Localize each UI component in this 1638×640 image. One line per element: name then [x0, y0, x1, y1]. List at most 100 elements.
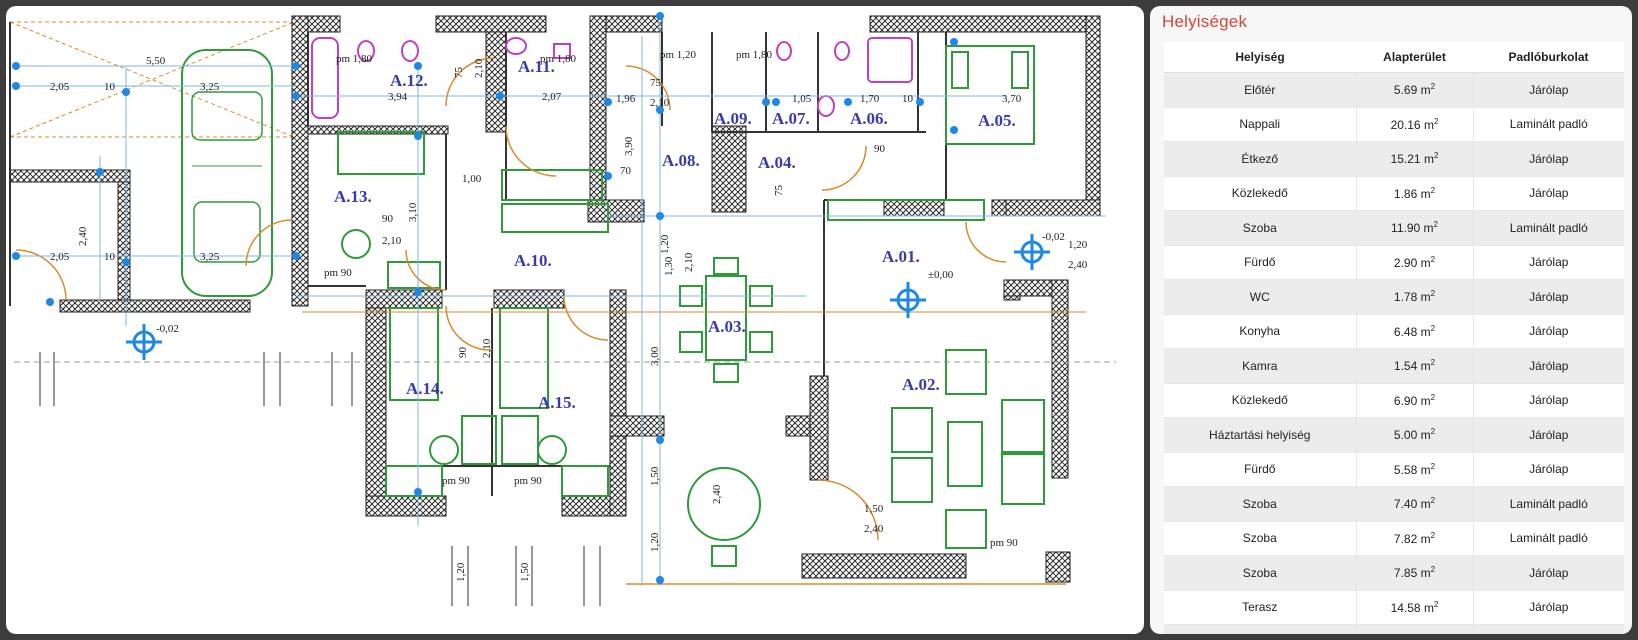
dimension-label: -0,02: [1042, 231, 1065, 243]
dimension-label: 1,20: [659, 234, 671, 254]
area-unit-exponent: 2: [1430, 496, 1436, 506]
area-value: 11.90: [1391, 221, 1424, 236]
room-area-cell: 6.90 m2: [1355, 383, 1473, 418]
area-value: 7.82: [1393, 531, 1421, 546]
area-unit-exponent: 2: [1430, 254, 1436, 264]
column-header-area: Alapterület: [1356, 42, 1473, 73]
dimension-label: pm 1,80: [540, 53, 577, 65]
flooring-cell: Járólap: [1472, 348, 1624, 384]
flooring-cell: Járólap: [1472, 314, 1624, 349]
area-unit: m: [1423, 600, 1434, 615]
flooring-cell: Laminált padló: [1472, 107, 1624, 142]
dimension-label: 1,20: [455, 562, 467, 582]
dimension-label: 90: [874, 143, 886, 155]
dimension-label: 3,90: [623, 136, 635, 156]
dimension-ticks: [14, 352, 1116, 606]
dimension-label: 5,50: [146, 55, 166, 67]
room-name-cell: Előtér: [1164, 72, 1356, 108]
area-unit: m: [1420, 531, 1431, 546]
area-value: 14.58: [1390, 600, 1424, 615]
room-area-cell: 1.78 m2: [1355, 279, 1473, 315]
flooring-cell: Járólap: [1472, 383, 1624, 418]
area-unit-exponent: 2: [1430, 427, 1436, 437]
dimension-label: 2,10: [382, 235, 402, 247]
rooms-table: Helyiség Alapterület Padlóburkolat Előté…: [1164, 42, 1624, 634]
area-unit-exponent: 2: [1430, 323, 1436, 333]
flooring-cell: Laminált padló: [1472, 210, 1624, 246]
dimension-label: 10: [104, 81, 116, 93]
flooring-cell: Járólap: [1472, 141, 1624, 177]
dimension-label: 2,40: [77, 226, 89, 246]
room-name-cell: Étkező: [1164, 141, 1356, 177]
area-unit-exponent: 2: [1433, 151, 1439, 161]
room-name-cell: WC: [1164, 279, 1356, 315]
dimension-label: -0,02: [156, 323, 179, 335]
flooring-cell: Járólap: [1472, 417, 1624, 453]
room-label-a06: A.06.: [850, 109, 888, 128]
dimension-label: 2,05: [50, 251, 70, 263]
dimension-label: 2,40: [864, 523, 884, 535]
area-value: 5.00: [1393, 428, 1421, 443]
room-name-cell: Közlekedő: [1164, 176, 1356, 211]
room-area-cell: 2.90 m2: [1355, 245, 1473, 280]
dimension-label: 1,96: [616, 93, 636, 105]
dimension-label: 1,50: [864, 503, 884, 515]
area-unit-exponent: 2: [1430, 185, 1436, 195]
dimension-label: 1,20: [1068, 239, 1088, 251]
dimension-label: 2,07: [542, 91, 562, 103]
area-value: 5.69: [1393, 83, 1421, 98]
dimension-label: 1,00: [462, 173, 482, 185]
dimension-label: 3,94: [388, 91, 408, 103]
area-unit: m: [1420, 462, 1431, 477]
room-level: ±0,00: [928, 269, 954, 281]
dimension-label: 2,10: [473, 58, 485, 78]
dimension-label: 90: [382, 213, 394, 225]
dimension-labels: 5,50 2,05 10 3,25 2,05 2,40 10 3,25 -0,0…: [50, 49, 1088, 582]
dimension-label: pm 1,80: [736, 49, 773, 61]
dimension-label: pm 90: [990, 537, 1018, 549]
flooring-cell: Járólap: [1472, 452, 1624, 487]
area-unit-exponent: 2: [1430, 565, 1436, 575]
rooms-panel-title: Helyiségek: [1162, 12, 1248, 31]
area-value: 15.21: [1390, 152, 1424, 167]
column-header-flooring: Padlóburkolat: [1473, 42, 1624, 73]
area-unit-exponent: 2: [1430, 530, 1436, 540]
dimension-label: 2,40: [1068, 259, 1088, 271]
room-area-cell: 7.85 m2: [1355, 555, 1473, 591]
area-unit: m: [1420, 324, 1431, 339]
area-value: 6.48: [1393, 324, 1421, 339]
flooring-cell: Járólap: [1472, 590, 1624, 625]
area-value: 5.58: [1393, 462, 1421, 477]
room-name-cell: Fürdő: [1164, 245, 1356, 280]
room-name-cell: Közlekedő: [1164, 383, 1356, 418]
room-label-a10: A.10.: [514, 251, 552, 270]
area-unit-exponent: 2: [1430, 82, 1436, 92]
area-value: 6.90: [1393, 393, 1421, 408]
dimension-label: 10: [902, 93, 914, 105]
room-label-a07: A.07.: [772, 109, 810, 128]
flooring-cell: Járólap: [1472, 245, 1624, 280]
dimension-label: 1,05: [792, 93, 812, 105]
area-unit: m: [1420, 255, 1431, 270]
area-value: 2.90: [1393, 255, 1421, 270]
dimension-label: pm 1,20: [660, 49, 697, 61]
dimension-label: 1,20: [649, 532, 661, 552]
area-value: 7.85: [1393, 566, 1421, 581]
room-name-cell: Szoba: [1164, 210, 1356, 246]
furniture: [337, 45, 1045, 567]
thin-walls: [9, 22, 947, 496]
room-area-cell: 11.90 m2: [1355, 210, 1473, 246]
dimension-label: 2,10: [683, 252, 695, 272]
dimension-label: 3,70: [1002, 93, 1022, 105]
room-label-a08: A.08.: [662, 151, 700, 170]
floor-plan-panel: A.01. ±0,00 A.02. A.03. A.04. A.05. A.06…: [6, 6, 1144, 634]
dimension-label: pm 90: [514, 475, 542, 487]
